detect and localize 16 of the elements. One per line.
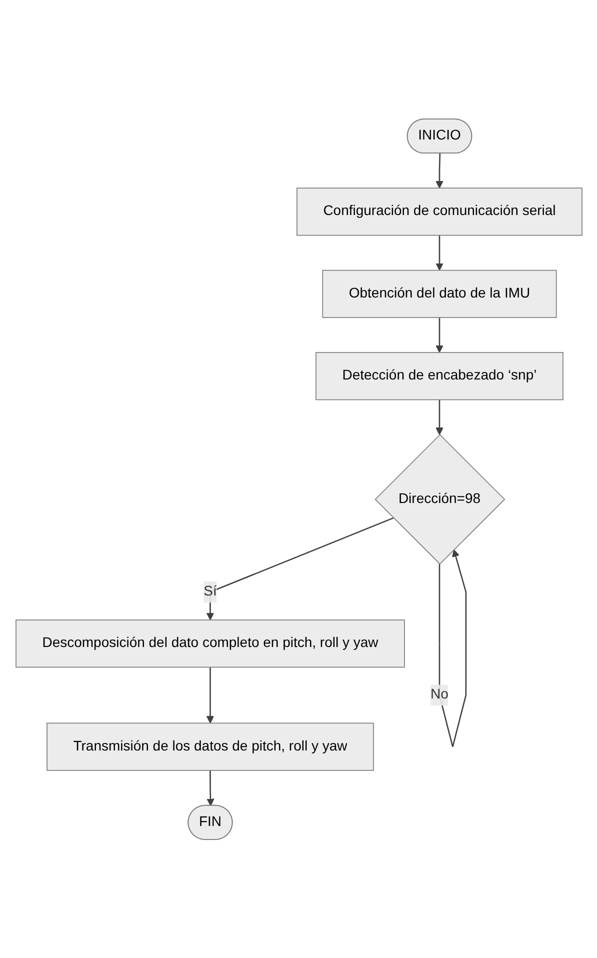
- arrow: [435, 317, 443, 353]
- edge-label: Sí: [203, 584, 216, 599]
- arrow: [438, 549, 466, 747]
- arrow: [435, 153, 443, 188]
- arrow: [206, 517, 394, 620]
- node-box: Transmisión de los datos de pitch, roll y yaw: [46, 722, 374, 771]
- arrow: [206, 666, 214, 724]
- arrow: [435, 235, 443, 270]
- node-diamond: Dirección=98: [374, 434, 505, 564]
- node-box: Descomposición del dato completo en pitch, roll y yaw: [15, 619, 404, 668]
- node-box: Detección de encabezado ‘snp’: [315, 352, 563, 400]
- arrow: [435, 400, 443, 435]
- edge-label: No: [430, 687, 448, 702]
- node-box: Obtención del dato de la IMU: [322, 270, 556, 318]
- arrow: [206, 770, 214, 806]
- node-box: Configuración de comunicación serial: [296, 187, 582, 236]
